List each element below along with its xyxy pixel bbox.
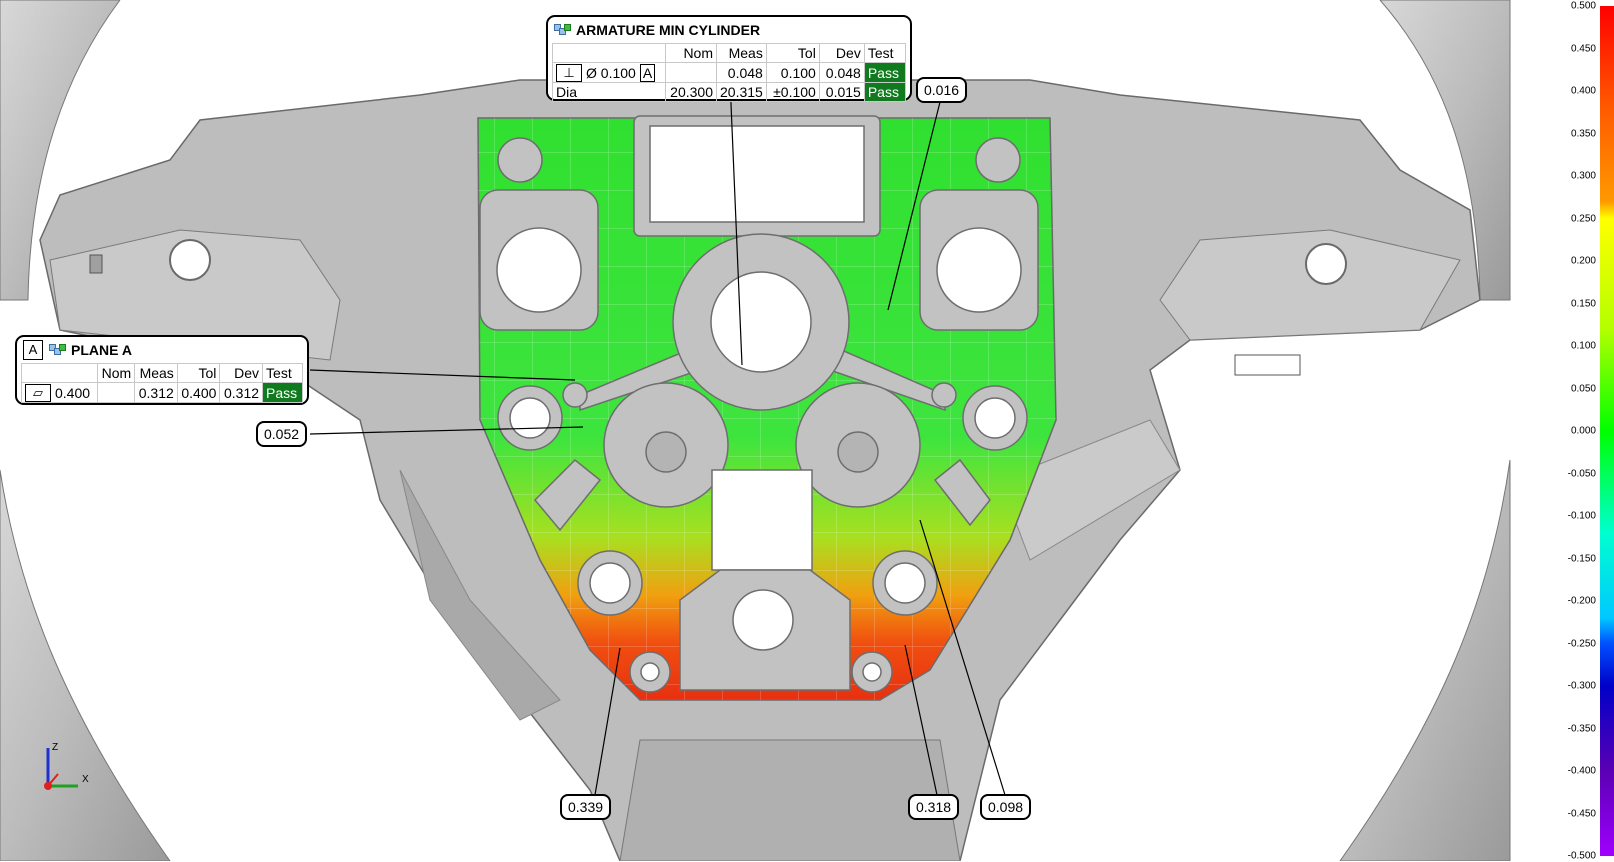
armature-min-cylinder-title: ARMATURE MIN CYLINDER [576,22,761,38]
meas-cell: 0.048 [716,62,767,83]
table-row: ⊥ Ø 0.100 A 0.048 0.100 0.048 Pass [552,62,906,83]
color-scale-tick-label: -0.050 [1567,468,1596,479]
header-dev: Dev [219,363,264,383]
color-scale-tick-label: -0.200 [1567,595,1596,607]
header-nom: Nom [97,363,136,383]
color-scale-tick-label: 0.200 [1570,255,1596,267]
color-scale-tick-label: 0.500 [1570,0,1596,12]
test-pass-badge: Pass [863,62,906,83]
row-label: Dia [552,82,666,102]
plane-feature-icon [49,343,66,357]
armature-min-cylinder-title-bar: ARMATURE MIN CYLINDER [548,17,910,43]
tol-cell: 0.400 [176,382,221,403]
deviation-callout[interactable]: 0.052 [256,421,308,447]
tol-cell: ±0.100 [765,82,820,102]
meas-cell: 0.312 [134,382,178,403]
plane-a-report[interactable]: A PLANE A Nom Meas Tol Dev Test ▱ 0.400 [15,335,309,405]
steering-wheel-model[interactable] [0,0,1552,861]
header-label [20,363,99,383]
flatness-tolerance: 0.400 [55,385,91,401]
armature-features [479,115,1039,693]
header-tol: Tol [765,43,820,63]
color-scale-tick-label: -0.150 [1567,553,1596,564]
flatness-symbol: ▱ [25,384,51,402]
color-scale-gradient [1600,6,1614,856]
color-scale-tick-label: -0.500 [1567,850,1596,862]
color-scale-tick-label: -0.350 [1567,723,1596,734]
deviation-callout[interactable]: 0.098 [980,794,1032,820]
test-pass-badge: Pass [863,82,906,102]
deviation-color-scale: 0.500 0.450 0.400 0.350 0.300 0.250 0.200 0.150… [1552,0,1614,862]
meas-cell: 20.315 [716,82,767,102]
header-nom: Nom [665,43,717,63]
header-dev: Dev [818,43,865,63]
header-label [552,43,666,63]
table-header-row: Nom Meas Tol Dev Test [20,363,303,383]
header-test: Test [863,43,906,63]
tol-cell: 0.100 [765,62,820,83]
deviation-callout[interactable]: 0.339 [560,794,612,820]
table-header-row: Nom Meas Tol Dev Test [552,43,906,63]
color-scale-tick-label: -0.450 [1567,808,1596,819]
perpendicularity-tolerance: Ø 0.100 [586,65,636,81]
color-scale-tick-label: 0.050 [1570,383,1596,394]
datum-label: A [23,340,43,360]
dev-cell: 0.015 [818,82,865,102]
color-scale-tick-label: 0.250 [1570,213,1596,224]
table-row: ▱ 0.400 0.312 0.400 0.312 Pass [20,382,303,403]
color-scale-tick-label: 0.000 [1570,425,1596,437]
nom-cell [665,62,717,83]
table-row: Dia 20.300 20.315 ±0.100 0.015 Pass [552,82,906,102]
color-scale-tick-label: -0.250 [1567,638,1596,649]
datum-reference: A [639,64,656,82]
perpendicularity-symbol: ⊥ [556,64,582,82]
color-scale-tick-label: -0.100 [1567,510,1596,522]
color-scale-tick-label: 0.350 [1570,128,1596,139]
perpendicularity-callout: ⊥ Ø 0.100 A [552,62,666,83]
dev-cell: 0.048 [818,62,865,83]
z-axis-label: Z [52,742,58,753]
color-scale-tick-label: 0.450 [1570,43,1596,54]
nom-cell [97,382,136,403]
plane-a-title: PLANE A [71,342,132,358]
deviation-callout[interactable]: 0.318 [908,794,960,820]
dev-cell: 0.312 [219,382,264,403]
cylinder-feature-icon [554,23,571,37]
color-scale-tick-label: 0.100 [1570,340,1596,352]
color-scale-tick-label: 0.150 [1570,298,1596,309]
plane-a-table: Nom Meas Tol Dev Test ▱ 0.400 0.312 0.40… [20,363,303,403]
color-scale-tick-label: 0.400 [1570,85,1596,97]
color-scale-tick-label: -0.300 [1567,680,1596,692]
header-meas: Meas [716,43,767,63]
test-pass-badge: Pass [262,382,303,403]
nom-cell: 20.300 [665,82,717,102]
deviation-callout[interactable]: 0.016 [916,77,968,103]
header-meas: Meas [134,363,178,383]
x-axis-label: X [82,774,89,785]
armature-min-cylinder-report[interactable]: ARMATURE MIN CYLINDER Nom Meas Tol Dev T… [546,15,912,102]
flatness-callout: ▱ 0.400 [20,382,99,403]
leader-lines [309,79,1006,796]
header-tol: Tol [176,363,221,383]
armature-min-cylinder-table: Nom Meas Tol Dev Test ⊥ Ø 0.100 A 0.048 … [552,43,906,102]
color-scale-tick-label: 0.300 [1570,170,1596,182]
axis-triad-icon: Z X [44,742,89,790]
header-test: Test [262,363,303,383]
color-scale-tick-label: -0.400 [1567,765,1596,777]
plane-a-title-bar: A PLANE A [17,337,307,363]
